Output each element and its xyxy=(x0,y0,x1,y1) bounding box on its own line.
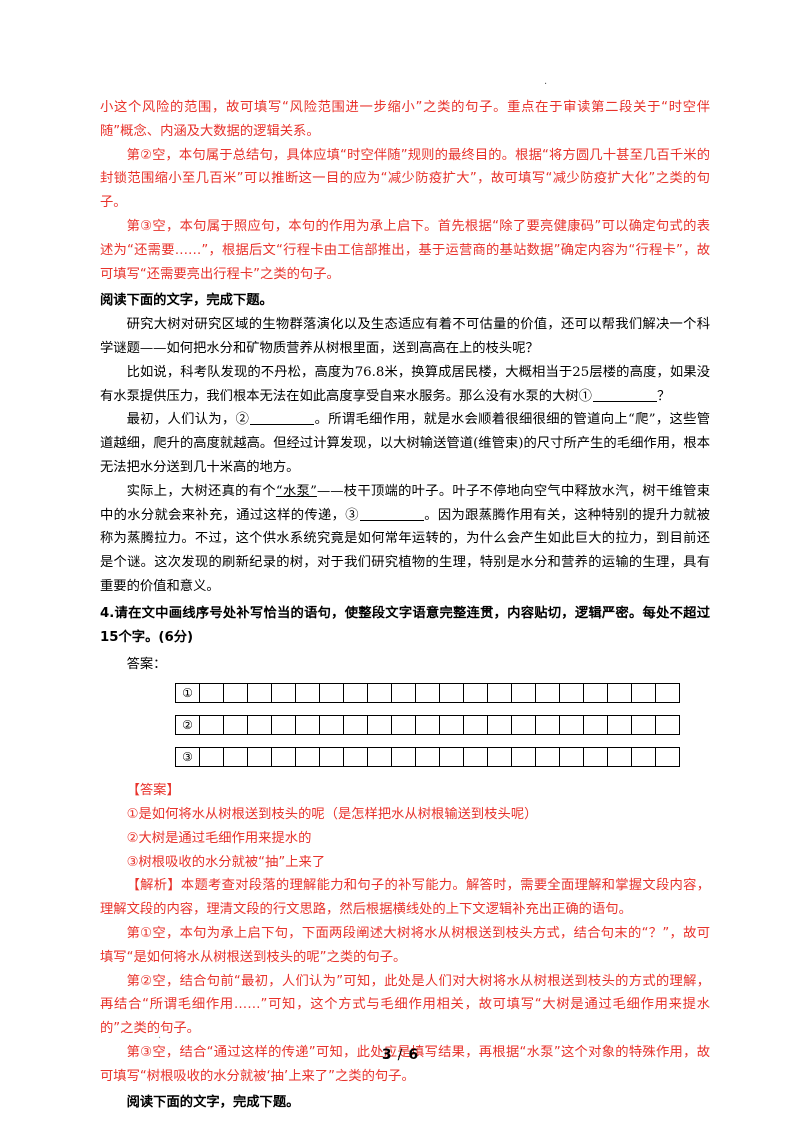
fill-blank-3 xyxy=(359,506,424,521)
grid-cell[interactable] xyxy=(536,748,560,767)
answer-item-2: ②大树是通过毛细作用来提水的 xyxy=(126,830,312,846)
grid-cell[interactable] xyxy=(344,684,368,703)
grid-cell[interactable] xyxy=(656,748,680,767)
analysis-blank-3: 第③空，本句属于照应句，本句的作用为承上启下。首先根据“除了要亮健康码”可以确定… xyxy=(100,218,710,282)
grid-cell[interactable] xyxy=(584,716,608,735)
grid-cell[interactable] xyxy=(560,684,584,703)
grid-cell[interactable] xyxy=(296,716,320,735)
scan-dot-mark: . xyxy=(544,76,548,87)
passage-paragraph-3: 最初，人们认为，②。所谓毛细作用，就是水会顺着很细很细的管道向上“爬”，这些管道… xyxy=(100,410,710,475)
answer-grid-row-2[interactable]: ② xyxy=(175,715,680,736)
analysis-item-3: 第③空，结合“通过这样的传递”可知，此处应是填写结果，再根据“水泵”这个对象的特… xyxy=(100,1044,710,1084)
grid-row-marker: ③ xyxy=(176,748,200,767)
question-4: 4.请在文中画线序号处补写恰当的语句，使整段文字语意完整连贯，内容贴切，逻辑严密… xyxy=(100,605,710,645)
answer-item-3: ③树根吸收的水分就被“抽”上来了 xyxy=(126,854,326,870)
grid-cell[interactable] xyxy=(608,716,632,735)
grid-cell[interactable] xyxy=(512,748,536,767)
grid-cell[interactable] xyxy=(248,748,272,767)
page-total: 6 xyxy=(408,1047,419,1063)
grid-cell[interactable] xyxy=(320,684,344,703)
fill-blank-1 xyxy=(592,387,657,402)
analysis-blank-2: 第②空，本句属于总结句，具体应填“时空伴随”规则的最终目的。根据“将方圆几十甚至… xyxy=(100,147,710,211)
grid-cell[interactable] xyxy=(656,716,680,735)
document-body: 小这个风险的范围，故可填写“风险范围进一步缩小”之类的句子。重点在于审读第二段关… xyxy=(100,96,710,1115)
answer-grid-row-3[interactable]: ③ xyxy=(175,747,680,768)
fill-blank-2 xyxy=(250,410,315,426)
grid-cell[interactable] xyxy=(224,748,248,767)
grid-cell[interactable] xyxy=(392,684,416,703)
grid-cell[interactable] xyxy=(368,748,392,767)
grid-cell[interactable] xyxy=(272,716,296,735)
answer-grid: ① ② ③ xyxy=(175,683,710,768)
grid-cell[interactable] xyxy=(632,748,656,767)
grid-cell[interactable] xyxy=(584,748,608,767)
page-current: 3 xyxy=(381,1047,392,1063)
grid-cell[interactable] xyxy=(440,716,464,735)
grid-cell[interactable] xyxy=(272,684,296,703)
grid-cell[interactable] xyxy=(416,748,440,767)
grid-cell[interactable] xyxy=(416,716,440,735)
grid-cell[interactable] xyxy=(272,748,296,767)
grid-cell[interactable] xyxy=(488,684,512,703)
grid-cell[interactable] xyxy=(464,716,488,735)
grid-cell[interactable] xyxy=(536,684,560,703)
grid-cell[interactable] xyxy=(440,684,464,703)
answer-heading: 【答案】 xyxy=(126,783,180,799)
grid-cell[interactable] xyxy=(584,684,608,703)
page-number: 3 / 6 xyxy=(0,1047,800,1063)
grid-cell[interactable] xyxy=(320,716,344,735)
grid-cell[interactable] xyxy=(344,716,368,735)
grid-cell[interactable] xyxy=(224,716,248,735)
grid-cell[interactable] xyxy=(608,684,632,703)
grid-cell[interactable] xyxy=(200,684,224,703)
passage-paragraph-2: 比如说，科考队发现的不丹松，高度为76.8米，换算成居民楼，大概相当于25层楼的… xyxy=(100,364,710,404)
grid-cell[interactable] xyxy=(344,748,368,767)
grid-cell[interactable] xyxy=(632,684,656,703)
grid-cell[interactable] xyxy=(488,748,512,767)
analysis-item-2: 第②空，结合句前“最初，人们认为”可知，此处是人们对大树将水从树根送到枝头的方式… xyxy=(100,973,710,1037)
section-heading: 阅读下面的文字，完成下题。 xyxy=(100,293,273,309)
analysis-heading: 【解析】本题考查对段落的理解能力和句子的补写能力。解答时，需要全面理解和掌握文段… xyxy=(100,878,710,918)
grid-cell[interactable] xyxy=(368,716,392,735)
grid-cell[interactable] xyxy=(200,716,224,735)
grid-cell[interactable] xyxy=(536,716,560,735)
answer-item-1: ①是如何将水从树根送到枝头的呢（是怎样把水从树根输送到枝头呢） xyxy=(126,806,538,822)
grid-cell[interactable] xyxy=(296,748,320,767)
grid-cell[interactable] xyxy=(512,684,536,703)
grid-cell[interactable] xyxy=(464,684,488,703)
grid-row-marker: ① xyxy=(176,684,200,703)
grid-cell[interactable] xyxy=(200,748,224,767)
grid-cell[interactable] xyxy=(608,748,632,767)
scan-dot-mark-2: . xyxy=(158,1030,162,1041)
passage-paragraph-4: 实际上，大树还真的有个“水泵”——枝干顶端的叶子。叶子不停地向空气中释放水汽，树… xyxy=(100,483,711,594)
grid-cell[interactable] xyxy=(560,716,584,735)
grid-cell[interactable] xyxy=(320,748,344,767)
grid-cell[interactable] xyxy=(512,716,536,735)
grid-cell[interactable] xyxy=(416,684,440,703)
grid-cell[interactable] xyxy=(656,684,680,703)
grid-row-marker: ② xyxy=(176,716,200,735)
section-heading-next: 阅读下面的文字，完成下题。 xyxy=(126,1095,300,1111)
answer-grid-row-1[interactable]: ① xyxy=(175,683,680,704)
analysis-continuation: 小这个风险的范围，故可填写“风险范围进一步缩小”之类的句子。重点在于审读第二段关… xyxy=(100,100,710,139)
grid-cell[interactable] xyxy=(632,716,656,735)
grid-cell[interactable] xyxy=(368,684,392,703)
grid-cell[interactable] xyxy=(392,716,416,735)
grid-cell[interactable] xyxy=(464,748,488,767)
grid-cell[interactable] xyxy=(440,748,464,767)
underlined-water-pump: “水泵” xyxy=(275,483,317,499)
grid-cell[interactable] xyxy=(560,748,584,767)
grid-cell[interactable] xyxy=(488,716,512,735)
grid-cell[interactable] xyxy=(296,684,320,703)
answer-label: 答案： xyxy=(126,657,167,673)
analysis-item-1: 第①空，本句为承上启下句，下面两段阐述大树将水从树根送到枝头方式，结合句末的“？… xyxy=(100,925,710,965)
grid-cell[interactable] xyxy=(248,684,272,703)
passage-paragraph-1: 研究大树对研究区域的生物群落演化以及生态适应有着不可估量的价值，还可以帮我们解决… xyxy=(100,317,710,356)
grid-cell[interactable] xyxy=(392,748,416,767)
page-separator: / xyxy=(397,1047,403,1063)
grid-cell[interactable] xyxy=(248,716,272,735)
grid-cell[interactable] xyxy=(224,684,248,703)
